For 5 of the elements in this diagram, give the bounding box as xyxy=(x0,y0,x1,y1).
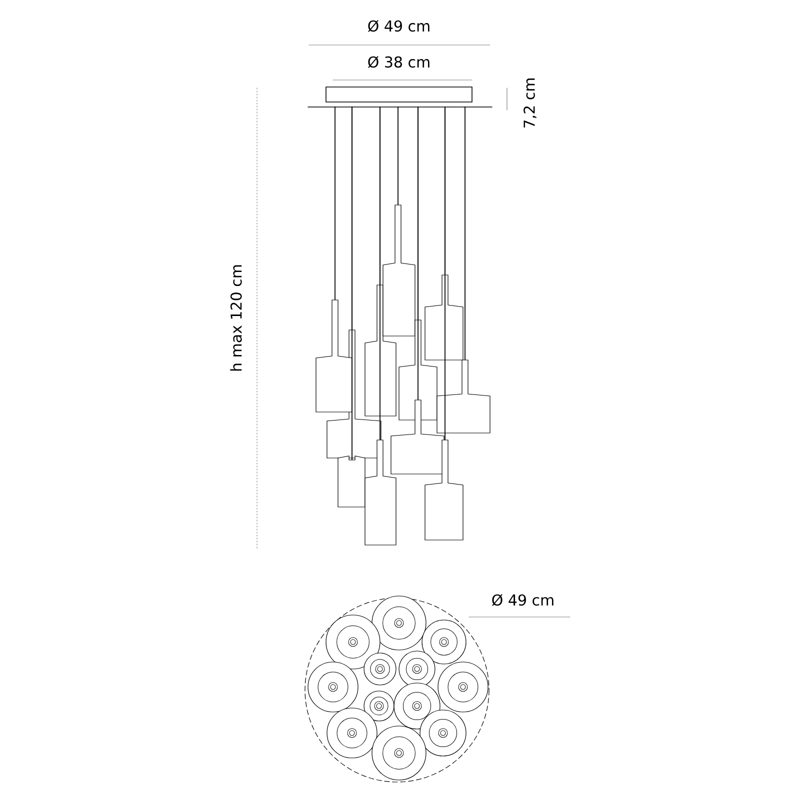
dimension-label: 7,2 cm xyxy=(524,78,536,128)
dimension-label: Ø 49 cm xyxy=(368,20,430,32)
dimension-label: h max 120 cm xyxy=(230,265,242,371)
dimension-label: Ø 49 cm xyxy=(492,594,554,606)
dimension-label: Ø 38 cm xyxy=(368,56,430,68)
